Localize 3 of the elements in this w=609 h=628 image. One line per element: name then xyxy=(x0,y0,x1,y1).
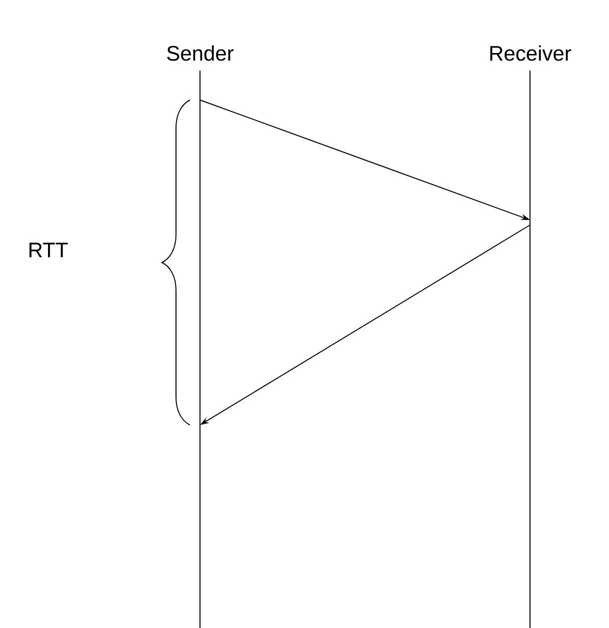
lifeline: Sender xyxy=(167,45,234,628)
brace-label: RTT xyxy=(30,242,68,258)
lifeline: Receiver xyxy=(490,45,572,628)
